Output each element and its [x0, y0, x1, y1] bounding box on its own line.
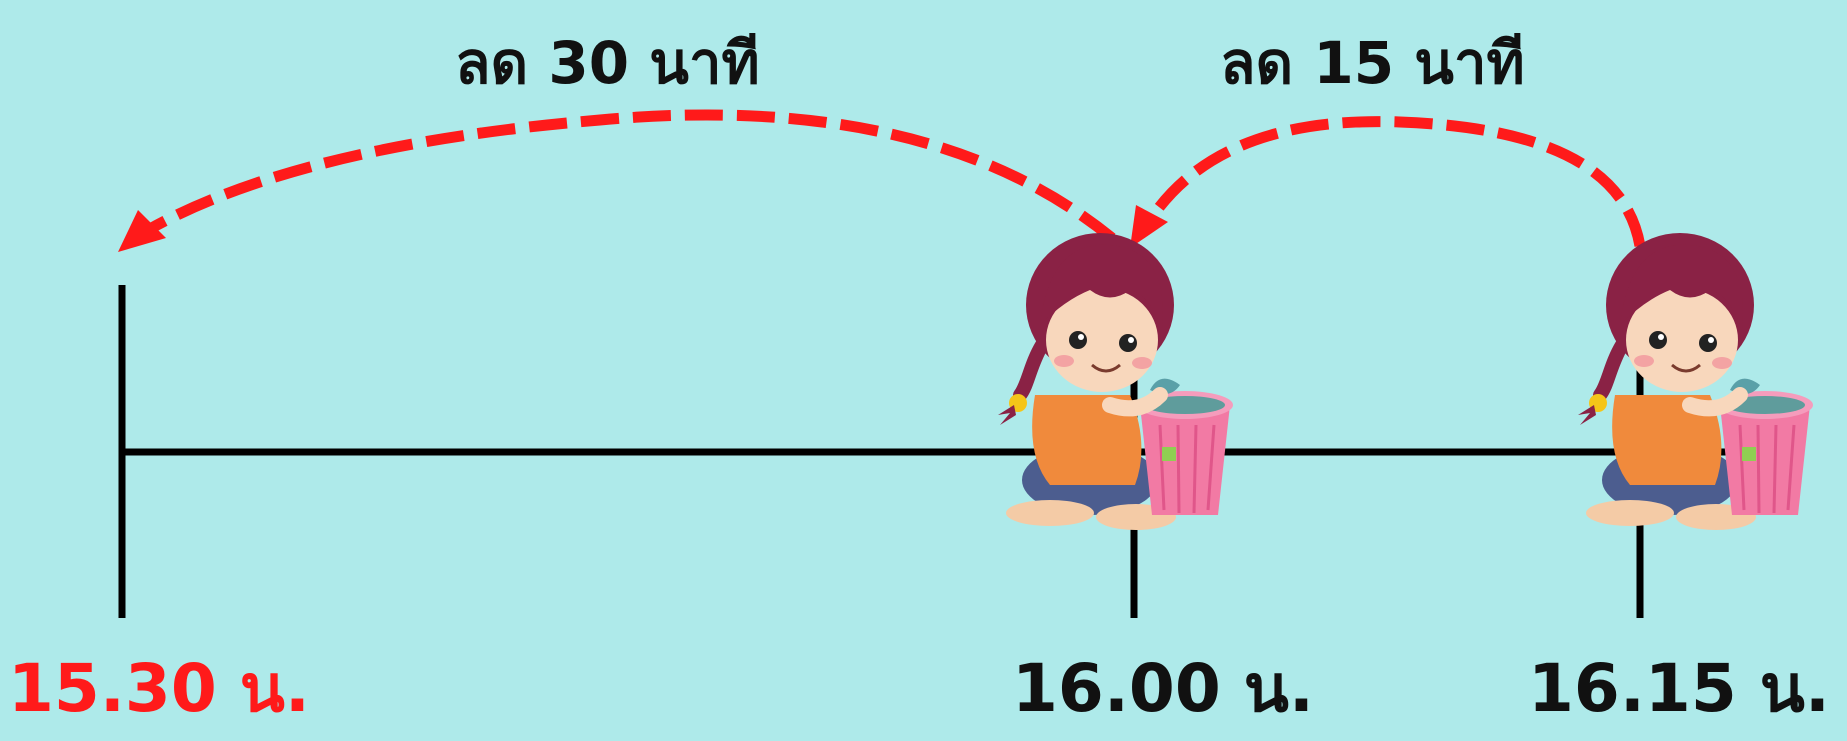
arrowhead-left-icon: [118, 210, 166, 252]
jump-arrow-15: [1150, 122, 1640, 246]
girl-with-laundry-basket-icon: [1578, 233, 1813, 530]
jump-label-30: ลด 30 นาที: [455, 16, 760, 109]
arrowhead-down-icon: [1130, 205, 1168, 248]
number-line-diagram: ลด 30 นาที ลด 15 นาที 15.30 น. 16.00 น. …: [0, 0, 1847, 709]
time-label-end: 16.15 น.: [1528, 636, 1830, 741]
time-label-middle: 16.00 น.: [1012, 636, 1314, 741]
jump-arrow-30: [148, 115, 1112, 238]
time-label-start: 15.30 น.: [8, 636, 310, 741]
girl-with-laundry-basket-icon: [998, 233, 1233, 530]
diagram-svg: [0, 0, 1847, 709]
jump-label-15: ลด 15 นาที: [1220, 16, 1525, 109]
